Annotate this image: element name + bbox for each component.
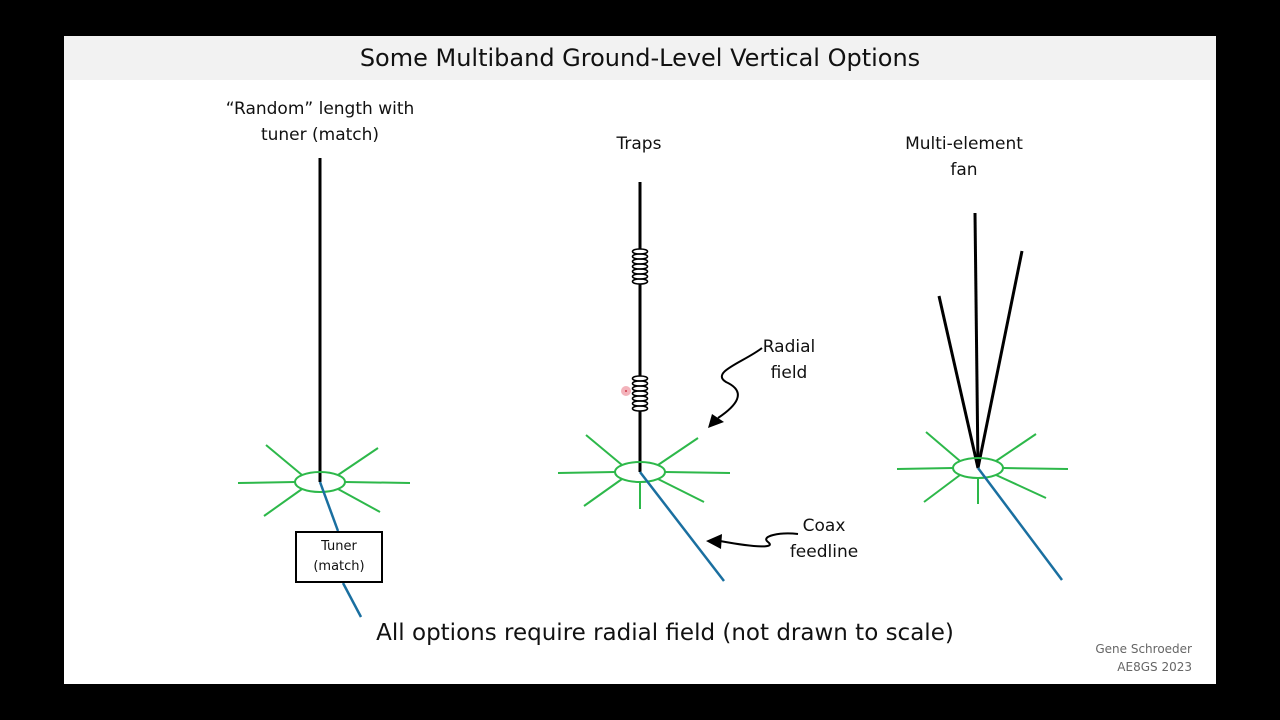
option-3-radial [896,467,954,470]
slide-title: Some Multiband Ground-Level Vertical Opt… [359,44,921,72]
option-3-radial [925,431,961,462]
option-1-radial-field [237,444,411,517]
option-2-antenna [557,182,731,582]
antenna-diagram [237,158,1069,618]
option-3-radial-field [896,431,1069,504]
option-3-radial [995,433,1037,462]
option-3-antenna [896,212,1069,581]
coax-callout-arrow [706,532,799,549]
tuner-box: Tuner (match) [295,531,383,583]
fan-element-left [937,295,980,469]
radial-callout-line1: Radial [762,337,816,357]
option-1-coax-lower [341,582,363,618]
fan-element-center [973,212,980,469]
option-1-label-line1: “Random” length with [225,99,415,119]
option-1-radial [337,488,381,513]
option-2-radial [657,437,699,466]
radial-field-callout: Radial field [744,334,834,386]
coax-callout-line2: feedline [789,542,859,562]
radial-callout-line2: field [770,363,808,383]
tuner-label-line2: (match) [313,559,365,574]
option-1-radial [237,481,296,484]
option-3-label-line2: fan [950,160,978,180]
option-1-coax-upper [318,481,340,532]
option-2-label-line1: Traps [616,134,662,154]
option-2-coax-feedline [639,471,725,582]
pointer-marker [621,386,631,396]
option-2-radial [585,434,623,466]
option-1-label-line2: tuner (match) [260,125,380,145]
option-3-label-line1: Multi-element [905,134,1023,154]
radial-callout-arrow [708,347,763,428]
trap-coil-lower [631,375,649,412]
option-2-radial-field [557,434,731,509]
option-1-label: “Random” length with tuner (match) [205,96,435,148]
coax-feedline-callout: Coax feedline [776,513,872,565]
option-2-radial [557,471,616,474]
option-2-radial [664,471,731,474]
coax-callout-line1: Coax [802,516,846,536]
footer-note: All options require radial field (not dr… [376,620,954,646]
option-1-radial [265,444,303,476]
option-1-radial [263,488,303,517]
fan-element-right [976,250,1024,469]
title-bar: Some Multiband Ground-Level Vertical Opt… [64,36,1216,80]
credit-name: Gene Schroeder [1095,642,1192,656]
option-3-label: Multi-element fan [879,131,1049,183]
option-1-radial [344,481,411,484]
option-1-antenna [237,158,411,618]
option-3-radial [995,474,1047,499]
credit-call-year: AE8GS 2023 [1117,660,1192,674]
option-1-radial [337,447,379,476]
slide: Some Multiband Ground-Level Vertical Opt… [64,36,1216,684]
trap-coil-upper [631,248,649,285]
option-3-radial [1002,467,1069,470]
option-2-label: Traps [589,131,689,157]
option-2-radial [583,478,623,507]
tuner-label-line1: Tuner [321,539,357,554]
option-2-radial [657,478,705,503]
option-3-radial [923,474,961,503]
option-3-coax-feedline [977,467,1063,581]
